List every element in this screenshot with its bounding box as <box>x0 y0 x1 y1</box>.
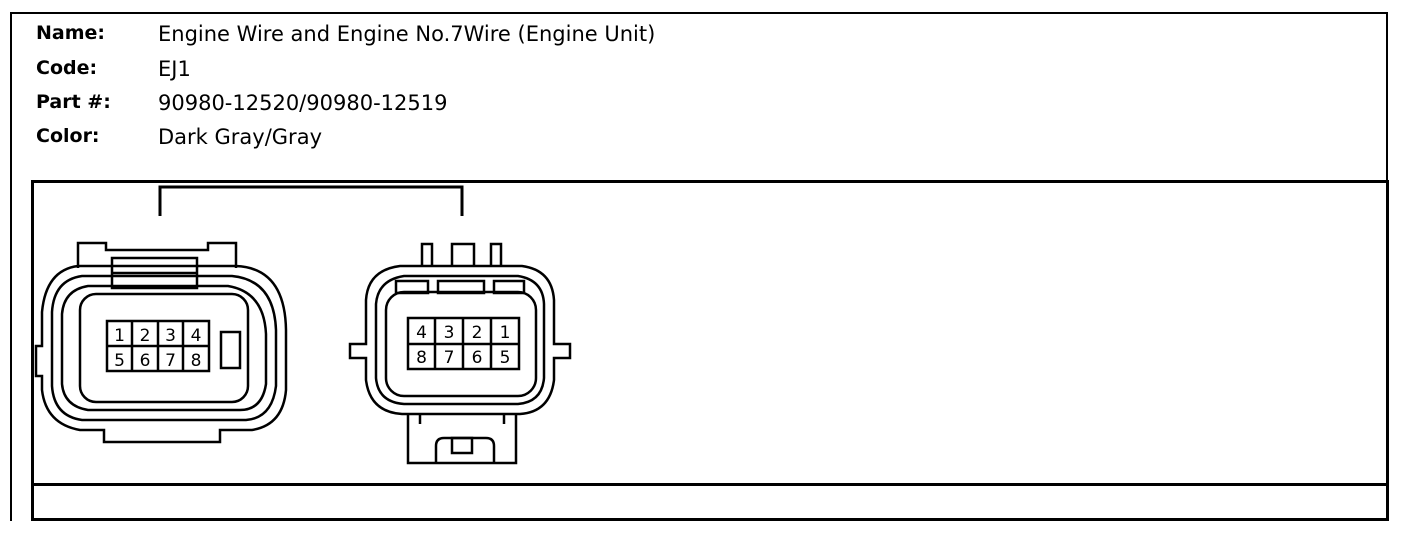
right-pin-1: 1 <box>500 323 511 343</box>
left-pin-8: 8 <box>191 351 202 371</box>
left-connector <box>34 241 288 444</box>
right-pin-8: 8 <box>416 348 427 368</box>
right-pin-4: 4 <box>416 323 427 343</box>
name-label: Name: <box>36 22 106 44</box>
right-pin-6: 6 <box>472 348 483 368</box>
name-value: Engine Wire and Engine No.7Wire (Engine … <box>158 22 656 46</box>
code-label: Code: <box>36 57 98 79</box>
left-pin-2: 2 <box>140 326 151 346</box>
left-pin-6: 6 <box>140 351 151 371</box>
right-pin-5: 5 <box>500 348 511 368</box>
left-pin-4: 4 <box>191 326 202 346</box>
part-value: 90980-12520/90980-12519 <box>158 91 448 115</box>
color-value: Dark Gray/Gray <box>158 125 322 149</box>
right-pin-7: 7 <box>444 348 455 368</box>
left-pin-7: 7 <box>165 351 176 371</box>
left-pin-1: 1 <box>114 326 125 346</box>
left-pin-5: 5 <box>114 351 125 371</box>
color-label: Color: <box>36 125 100 147</box>
right-pin-3: 3 <box>444 323 455 343</box>
connector-panel <box>31 180 1389 521</box>
code-value: EJ1 <box>158 57 191 81</box>
right-pin-2: 2 <box>472 323 483 343</box>
part-label: Part #: <box>36 91 111 113</box>
left-pin-3: 3 <box>165 326 176 346</box>
right-connector <box>348 242 572 465</box>
mating-bracket <box>158 185 464 216</box>
panel-divider <box>31 483 1389 486</box>
